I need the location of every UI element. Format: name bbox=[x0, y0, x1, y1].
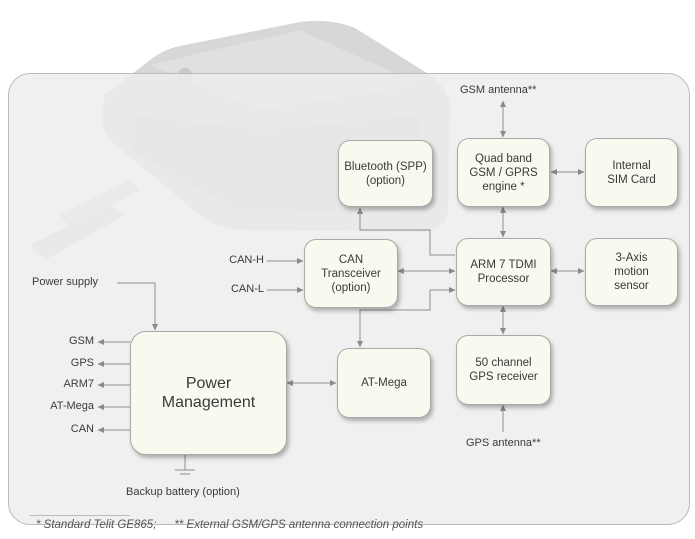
gsm-antenna-label: GSM antenna** bbox=[460, 84, 537, 96]
gps-antenna-label: GPS antenna** bbox=[466, 437, 541, 449]
footnote-antenna: ** External GSM/GPS antenna connection p… bbox=[174, 519, 424, 531]
gsm-engine-line-3: engine * bbox=[482, 180, 525, 193]
power-supply-link bbox=[117, 282, 158, 331]
can-line-1: CAN bbox=[338, 253, 364, 266]
atmega-block: AT-Mega bbox=[337, 348, 431, 418]
arm7-processor-block: ARM 7 TDMI Processor bbox=[456, 238, 551, 306]
power-supply-label: Power supply bbox=[32, 276, 99, 288]
gps-line-2: GPS receiver bbox=[469, 371, 538, 383]
power-line-1: Power bbox=[185, 375, 232, 392]
footnote: * Standard Telit GE865; ** External GSM/G… bbox=[36, 519, 423, 531]
sim-card-line-2: SIM Card bbox=[607, 173, 656, 186]
bluetooth-block: Bluetooth (SPP)(option) bbox=[338, 140, 433, 207]
output-atmega-label: AT-Mega bbox=[50, 400, 94, 412]
motion-sensor-block: 3-Axis motion sensor bbox=[585, 238, 678, 306]
motion-line-2: motion bbox=[614, 266, 649, 278]
atmega-line-1: AT-Mega bbox=[361, 377, 407, 389]
can-l-label: CAN-L bbox=[230, 283, 264, 295]
output-arm7-label: ARM7 bbox=[63, 378, 94, 390]
can-line-2: Transceiver bbox=[321, 267, 381, 280]
bluetooth-link bbox=[357, 207, 455, 256]
can-h-label: CAN-H bbox=[229, 254, 264, 266]
motion-line-3: sensor bbox=[614, 280, 649, 292]
output-gsm-label: GSM bbox=[68, 335, 94, 347]
arm-atmega-link bbox=[357, 287, 456, 348]
battery-icon bbox=[175, 469, 195, 475]
arm7-line-2: Processor bbox=[477, 273, 530, 285]
sim-card-line-1: Internal bbox=[612, 159, 651, 172]
bluetooth-line-1: Bluetooth (SPP) bbox=[344, 160, 427, 173]
footnote-divider bbox=[30, 515, 130, 516]
bluetooth-line-2: (option) bbox=[366, 174, 405, 187]
gsm-engine-line-2: GSM / GPRS bbox=[469, 166, 538, 179]
gps-line-1: 50 channel bbox=[475, 357, 532, 369]
arm7-line-1: ARM 7 TDMI bbox=[470, 259, 537, 271]
power-line-2: Management bbox=[161, 394, 256, 411]
output-gps-label: GPS bbox=[70, 357, 94, 369]
backup-battery-label: Backup battery (option) bbox=[126, 486, 240, 498]
footnote-standard: * Standard Telit GE865; bbox=[36, 519, 157, 531]
can-line-3: (option) bbox=[331, 281, 371, 294]
gsm-engine-line-1: Quad band bbox=[475, 152, 532, 165]
motion-line-1: 3-Axis bbox=[615, 252, 648, 264]
output-can-label: CAN bbox=[70, 423, 94, 435]
